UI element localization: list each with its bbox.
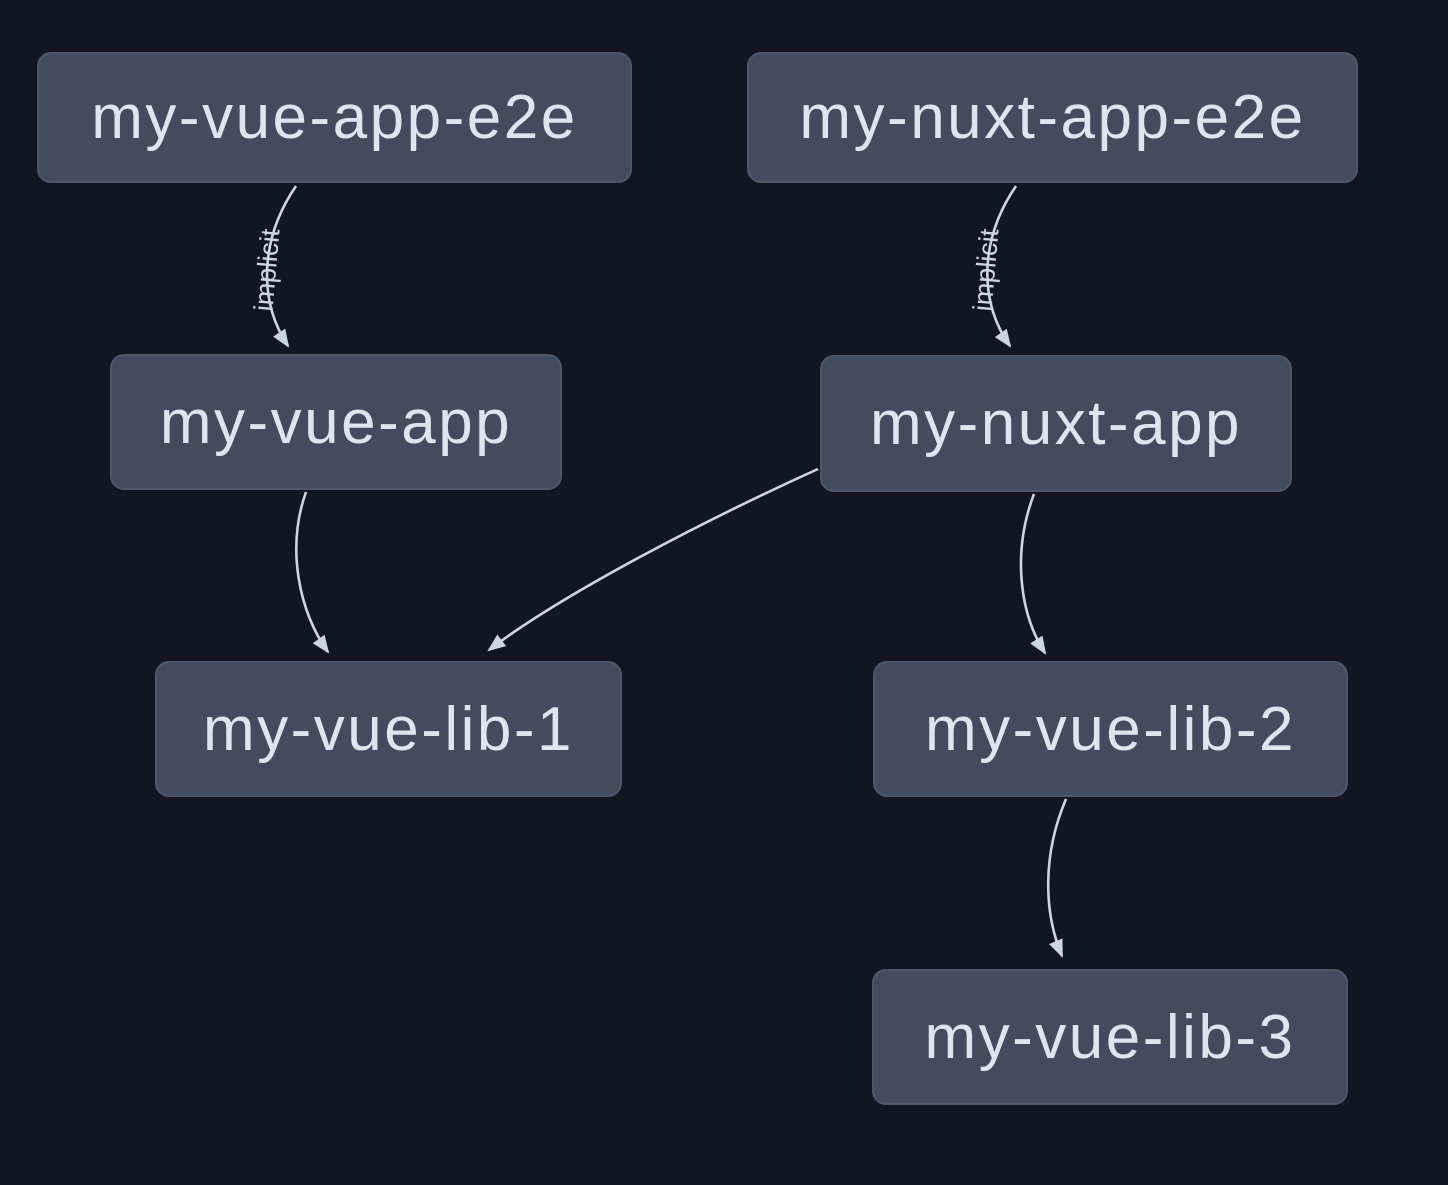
edge-label-implicit: implicit: [248, 227, 285, 312]
edge-my-nuxt-app-to-my-vue-lib-2[interactable]: [1019, 493, 1047, 655]
edge-my-vue-app-e2e-to-my-vue-app[interactable]: implicit: [248, 185, 298, 348]
node-label: my-vue-lib-1: [202, 694, 575, 764]
node-label: my-vue-app: [159, 387, 513, 457]
edge-my-vue-app-to-my-vue-lib-1[interactable]: [295, 491, 330, 654]
graph-node-my-nuxt-app-e2e[interactable]: my-nuxt-app-e2e: [747, 52, 1358, 183]
graph-node-my-vue-lib-3[interactable]: my-vue-lib-3: [872, 969, 1348, 1105]
graph-node-my-vue-lib-1[interactable]: my-vue-lib-1: [155, 661, 622, 797]
node-label: my-vue-lib-3: [924, 1002, 1296, 1072]
edge-my-vue-lib-2-to-my-vue-lib-3[interactable]: [1046, 798, 1068, 958]
edge-my-nuxt-app-e2e-to-my-nuxt-app[interactable]: implicit: [967, 185, 1018, 348]
graph-node-my-vue-lib-2[interactable]: my-vue-lib-2: [873, 661, 1348, 797]
node-label: my-vue-lib-2: [924, 694, 1297, 764]
graph-node-my-vue-app[interactable]: my-vue-app: [110, 354, 562, 490]
graph-node-my-nuxt-app[interactable]: my-nuxt-app: [820, 355, 1292, 492]
node-label: my-nuxt-app-e2e: [799, 83, 1306, 152]
graph-node-my-vue-app-e2e[interactable]: my-vue-app-e2e: [37, 52, 632, 183]
edge-my-nuxt-app-to-my-vue-lib-1[interactable]: [487, 467, 819, 652]
node-label: my-vue-app-e2e: [91, 83, 578, 152]
node-label: my-nuxt-app: [869, 389, 1243, 458]
edge-label-implicit: implicit: [967, 227, 1004, 312]
